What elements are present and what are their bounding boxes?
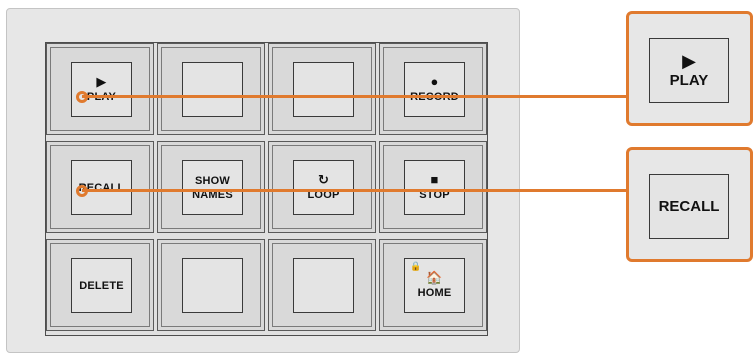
play-key[interactable]: ▶ PLAY bbox=[71, 62, 132, 117]
record-key[interactable]: ● RECORD bbox=[404, 62, 465, 117]
key-label: HOME bbox=[417, 287, 452, 299]
key-cell: SHOW NAMES bbox=[157, 141, 265, 233]
key-label: LOOP bbox=[307, 189, 340, 201]
key-label: DELETE bbox=[79, 279, 124, 292]
stop-key[interactable]: ■ STOP bbox=[404, 160, 465, 215]
key-cell: DELETE bbox=[46, 239, 154, 331]
recall-leader-line bbox=[82, 189, 628, 192]
delete-key[interactable]: DELETE bbox=[71, 258, 132, 313]
play-icon: ▶ bbox=[96, 74, 107, 89]
stop-icon: ■ bbox=[430, 172, 439, 187]
callout-label: RECALL bbox=[658, 197, 720, 215]
home-key[interactable]: 🔒 🏠 HOME bbox=[404, 258, 465, 313]
recall-marker bbox=[76, 185, 88, 197]
blank-key[interactable] bbox=[182, 62, 243, 117]
recall-callout-key: RECALL bbox=[649, 174, 729, 239]
show-names-key[interactable]: SHOW NAMES bbox=[182, 160, 243, 215]
key-cell: ↻ LOOP bbox=[268, 141, 376, 233]
key-cell: ▶ PLAY bbox=[46, 43, 154, 135]
blank-key[interactable] bbox=[182, 258, 243, 313]
key-cell: RECALL bbox=[46, 141, 154, 233]
blank-key[interactable] bbox=[293, 258, 354, 313]
control-panel: ▶ PLAY ● RECORD RECALL SHOW NAMES bbox=[6, 8, 520, 353]
loop-icon: ↻ bbox=[317, 172, 330, 187]
play-callout-key: ▶ PLAY bbox=[649, 38, 729, 103]
key-label: SHOW bbox=[194, 174, 231, 187]
key-cell bbox=[268, 239, 376, 331]
play-icon: ▶ bbox=[682, 50, 696, 71]
home-icon: 🏠 bbox=[426, 270, 443, 285]
key-grid: ▶ PLAY ● RECORD RECALL SHOW NAMES bbox=[45, 42, 488, 336]
key-cell bbox=[157, 43, 265, 135]
recall-callout: RECALL bbox=[626, 147, 753, 262]
key-cell bbox=[268, 43, 376, 135]
key-label: STOP bbox=[419, 189, 450, 201]
callout-label: PLAY bbox=[669, 71, 709, 89]
key-cell bbox=[157, 239, 265, 331]
lock-icon: 🔒 bbox=[410, 261, 422, 271]
record-icon: ● bbox=[430, 74, 439, 89]
loop-key[interactable]: ↻ LOOP bbox=[293, 160, 354, 215]
blank-key[interactable] bbox=[293, 62, 354, 117]
play-leader-line bbox=[82, 95, 628, 98]
play-callout: ▶ PLAY bbox=[626, 11, 753, 126]
key-cell: 🔒 🏠 HOME bbox=[379, 239, 487, 331]
play-marker bbox=[76, 91, 88, 103]
key-cell: ■ STOP bbox=[379, 141, 487, 233]
key-cell: ● RECORD bbox=[379, 43, 487, 135]
